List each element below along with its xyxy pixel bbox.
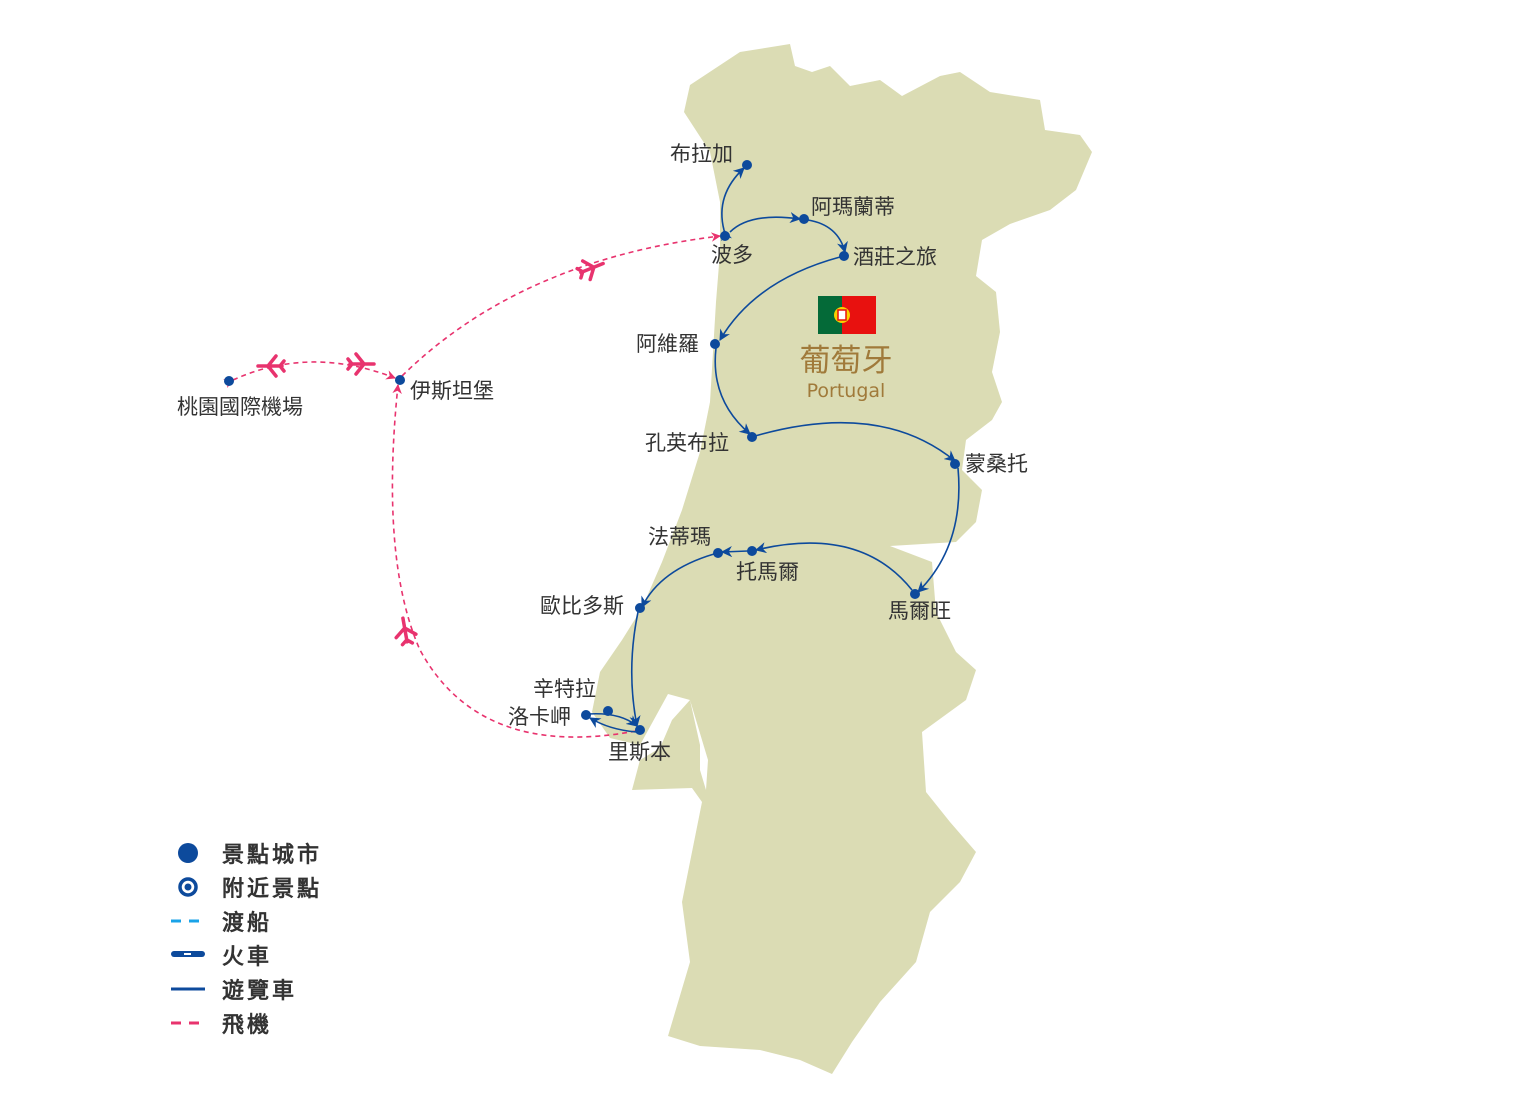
city-label-tomar[interactable]: 托馬爾	[736, 560, 799, 584]
legend-label: 景點城市	[222, 843, 323, 868]
plane-icon	[256, 354, 286, 378]
map-legend: 景點城市 附近景點 渡船 火車 遊覽車 飛機	[170, 836, 322, 1040]
legend-item: 火車	[170, 938, 322, 972]
legend-item: 景點城市	[170, 836, 322, 870]
country-name-en: Portugal	[806, 380, 886, 402]
nearby-ring-icon	[170, 874, 206, 900]
legend-label: 火車	[222, 945, 273, 970]
train-line-icon	[170, 942, 206, 968]
city-label-aveiro[interactable]: 阿維羅	[636, 332, 699, 356]
portugal-flag	[818, 296, 876, 334]
portugal-landmass	[592, 44, 1092, 1074]
city-label-istanbul[interactable]: 伊斯坦堡	[410, 379, 494, 403]
city-markers	[224, 160, 960, 735]
city-label-braga[interactable]: 布拉加	[670, 142, 733, 166]
legend-label: 附近景點	[222, 877, 323, 902]
legend-item: 渡船	[170, 904, 322, 938]
city-dot-icon	[170, 840, 206, 866]
city-label-sintra[interactable]: 辛特拉	[533, 677, 596, 701]
plane-icon	[573, 252, 609, 285]
legend-label: 渡船	[222, 911, 273, 936]
bus-routes	[587, 167, 960, 733]
ferry-line-icon	[170, 908, 206, 934]
city-label-monsanto[interactable]: 蒙桑托	[965, 452, 1028, 476]
city-label-amarante[interactable]: 阿瑪蘭蒂	[811, 195, 895, 219]
city-label-obidos[interactable]: 歐比多斯	[540, 594, 624, 618]
country-name: 葡萄牙	[799, 343, 893, 379]
city-label-porto[interactable]: 波多	[711, 243, 753, 267]
city-label-roca[interactable]: 洛卡岬	[508, 705, 571, 729]
legend-label: 遊覽車	[222, 979, 298, 1004]
legend-label: 飛機	[222, 1013, 273, 1038]
city-label-lisbon[interactable]: 里斯本	[608, 740, 671, 764]
plane-line-icon	[170, 1010, 206, 1036]
city-label-marvao[interactable]: 馬爾旺	[888, 599, 951, 623]
legend-item: 附近景點	[170, 870, 322, 904]
tagus-estuary	[690, 700, 708, 790]
plane-icon	[391, 614, 420, 648]
bus-line-icon	[170, 976, 206, 1002]
legend-item: 飛機	[170, 1006, 322, 1040]
city-label-douro[interactable]: 酒莊之旅	[853, 245, 937, 269]
plane-icon	[346, 352, 376, 376]
legend-item: 遊覽車	[170, 972, 322, 1006]
city-label-taoyuan[interactable]: 桃園國際機場	[177, 395, 303, 419]
plane-routes	[223, 232, 721, 738]
city-label-fatima[interactable]: 法蒂瑪	[648, 525, 711, 549]
city-label-coimbra[interactable]: 孔英布拉	[645, 431, 729, 455]
